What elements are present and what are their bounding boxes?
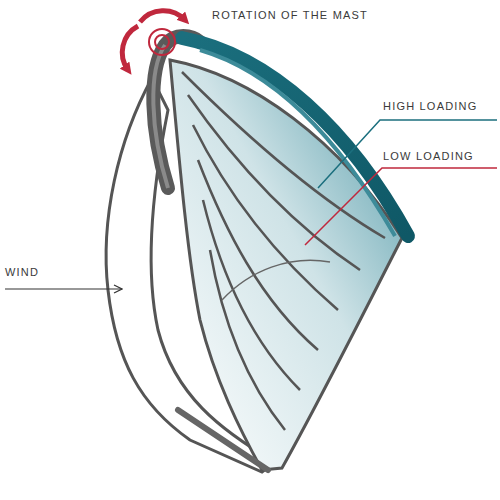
- leader-line: [318, 120, 497, 188]
- battens: [182, 72, 385, 430]
- mast-loaded-edge-inner: [200, 50, 395, 236]
- mast-sleeve: [153, 36, 200, 188]
- sail-face: [170, 60, 402, 470]
- sail-foot: [178, 410, 268, 470]
- loading-label: HIGH LOADING: [383, 100, 477, 113]
- rotation-symbol: [122, 11, 185, 70]
- rotation-label: ROTATION OF THE MAST: [212, 9, 368, 22]
- wind-label: WIND: [5, 266, 39, 279]
- mast-highlight: [153, 45, 168, 188]
- wind-arrow: [5, 288, 122, 289]
- load-contour: [222, 260, 330, 300]
- mast-loaded-edge: [182, 38, 408, 236]
- leader-line: [305, 168, 497, 245]
- loading-label: LOW LOADING: [383, 150, 474, 163]
